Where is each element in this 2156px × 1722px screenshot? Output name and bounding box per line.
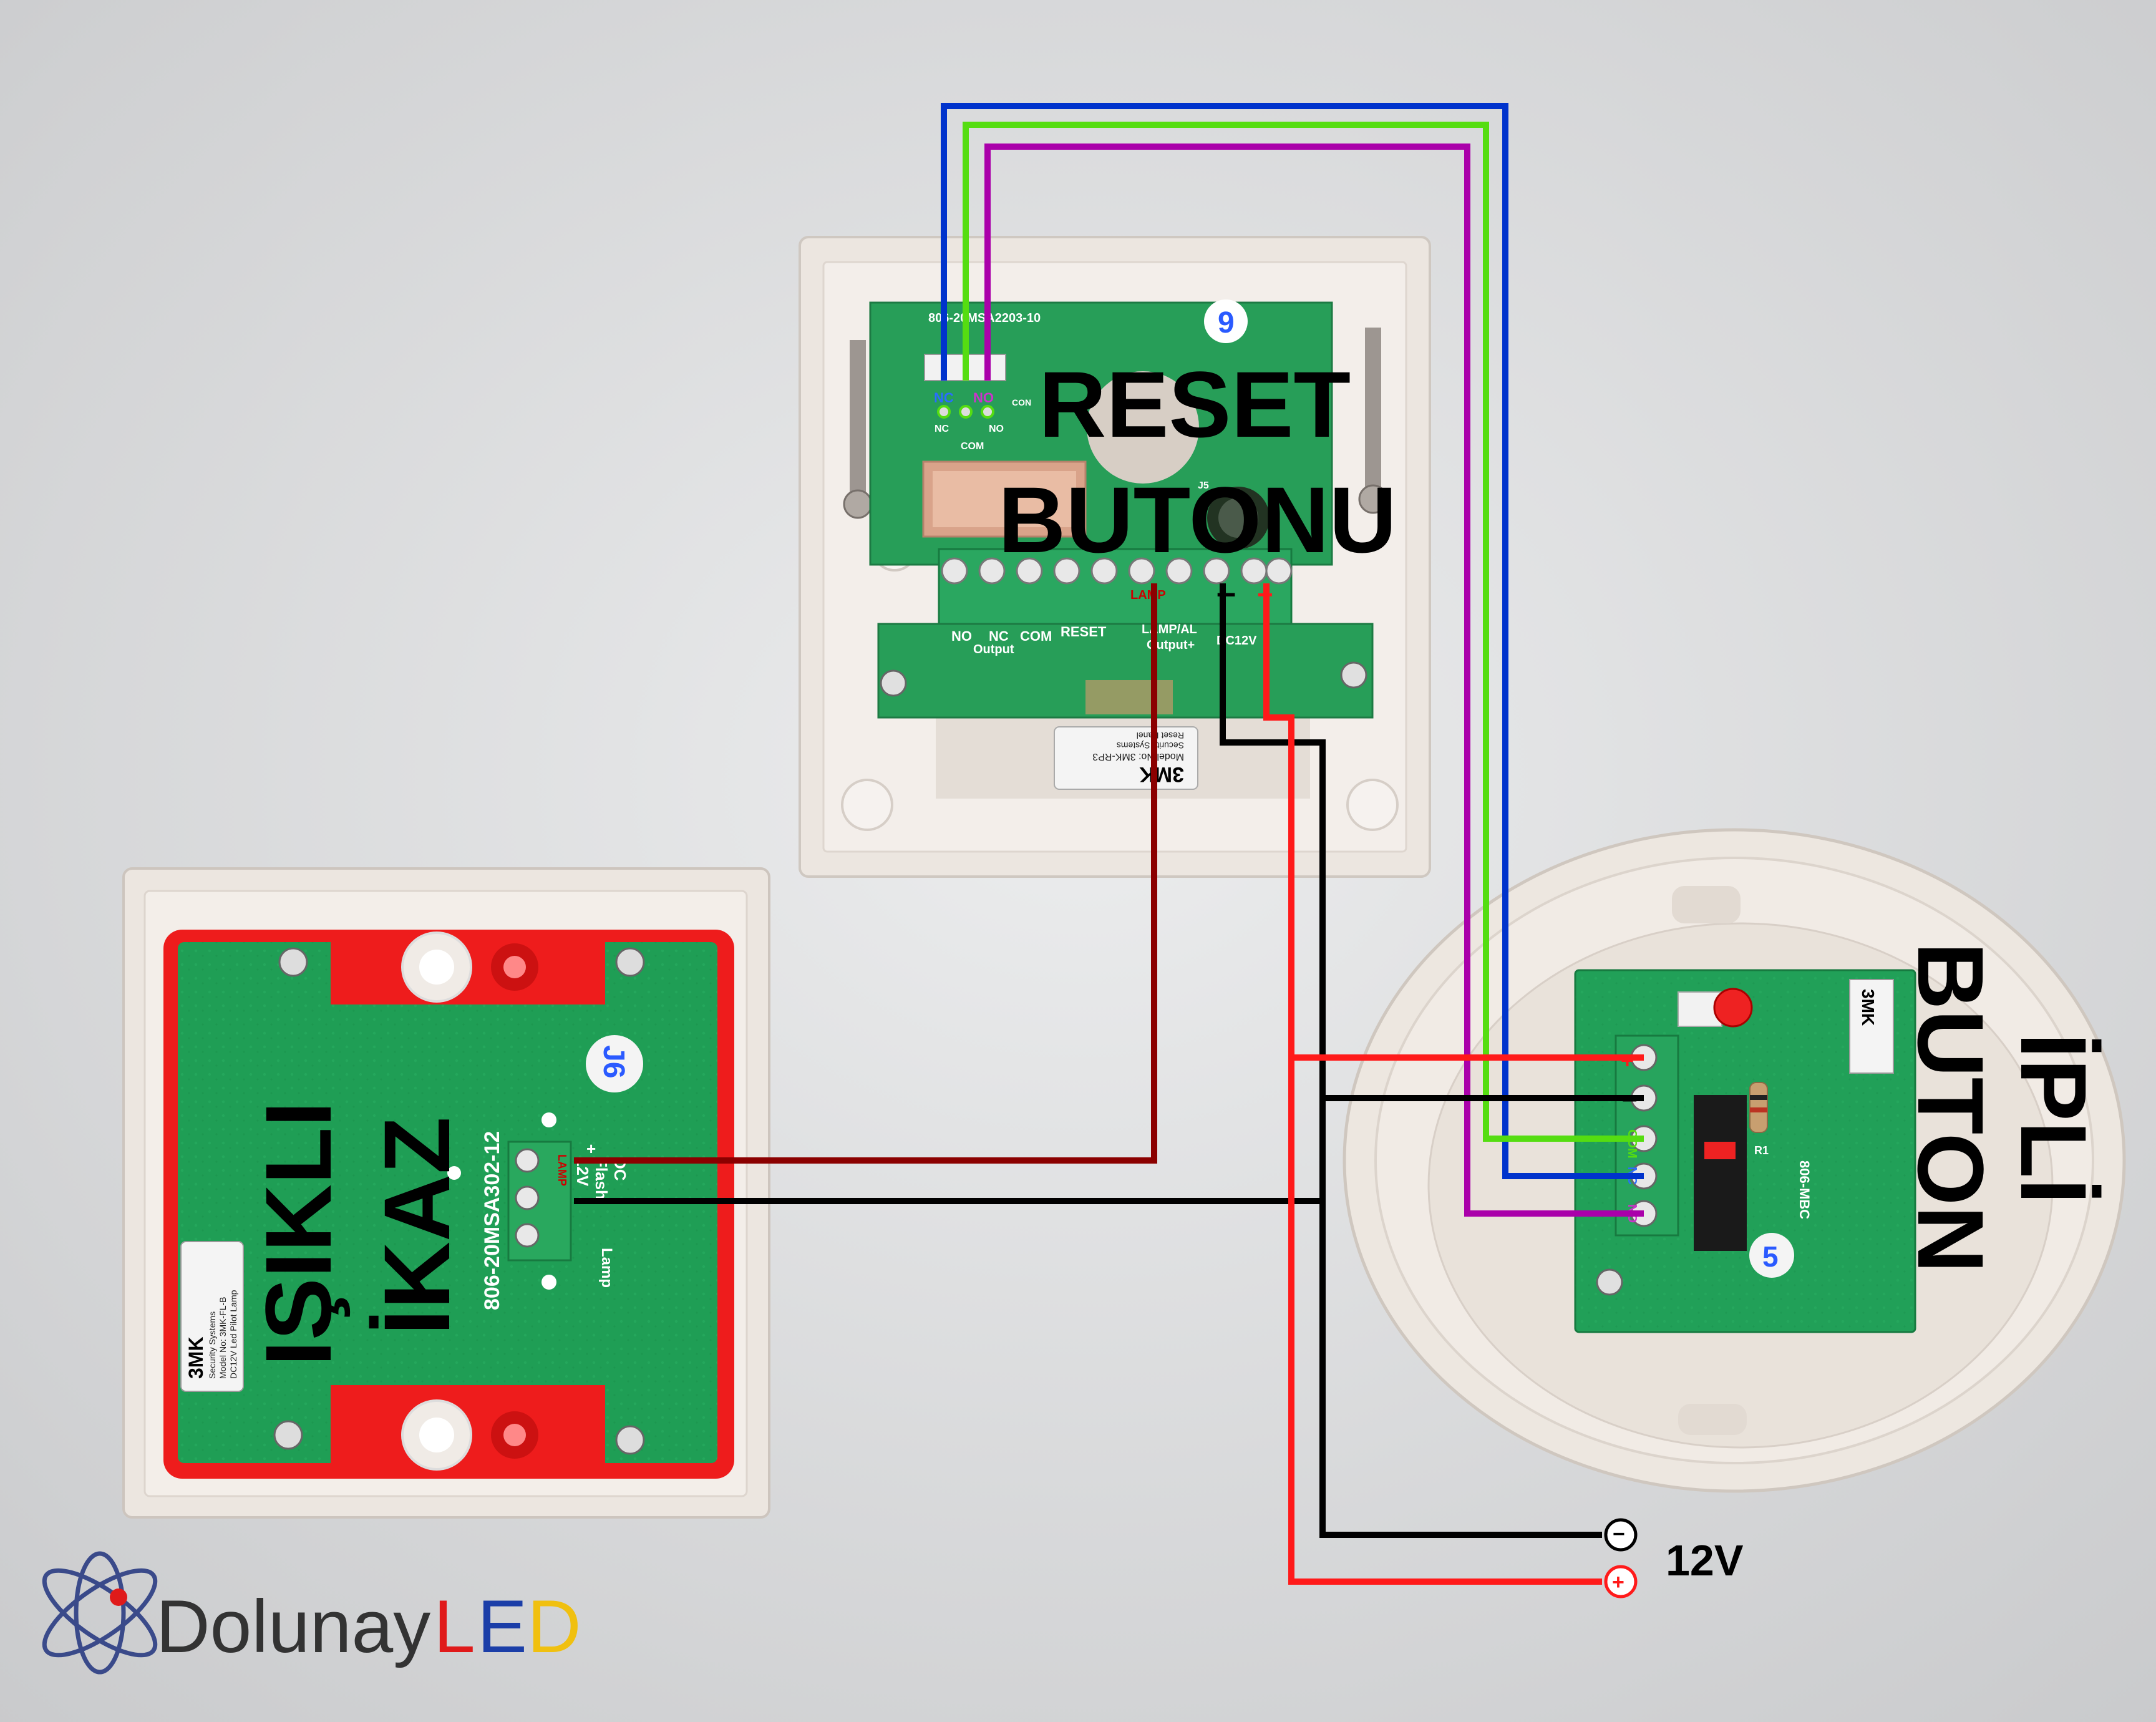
wires: [574, 103, 1644, 1585]
wire-black-main: [1220, 583, 1602, 1538]
relay-com-small: COM: [961, 441, 984, 452]
lamp-terminal-lamp-label: LAMP: [556, 1154, 568, 1186]
button-board-code: 806-MBC: [1797, 1160, 1812, 1219]
terminal-lamp-al-label: LAMP/AL: [1142, 623, 1197, 636]
ikaz-label: İKAZ: [364, 1117, 469, 1335]
lamp-board-code: 806-20MSA302-12: [480, 1131, 504, 1310]
ipli-label: İPLİ: [2001, 1033, 2106, 1204]
logo-l: L: [434, 1585, 475, 1668]
relay-nc-label: NC: [934, 390, 954, 406]
terminal-screws: [941, 557, 1293, 585]
button-number-badge: 5: [1762, 1240, 1779, 1273]
pull-button-panel: R1 + – COM NC NO 806-MBC 5 3MK: [1343, 828, 2126, 1493]
logo-e: E: [477, 1585, 527, 1668]
reset-sticker-brand: 3MK: [1139, 762, 1184, 786]
supply-minus-icon: [1604, 1518, 1638, 1552]
reset-minus-mark: –: [1216, 572, 1236, 611]
terminal-nc-label: NC: [989, 628, 1009, 644]
left-bolt: [850, 340, 866, 502]
button-switch[interactable]: [1694, 1095, 1747, 1251]
button-com-label: COM: [1625, 1129, 1639, 1159]
reset-lamp-label: LAMP: [1130, 588, 1166, 602]
button-sticker-brand: 3MK: [1858, 989, 1878, 1026]
wire-darkred: [574, 583, 1157, 1164]
buton-label: BUTON: [1898, 942, 2003, 1273]
lamp-panel: J6 LAMP Flash 12V DC + Lamp 806-20MSA302…: [122, 867, 770, 1519]
lamp-number-badge: J6: [597, 1045, 630, 1078]
logo-d: D: [527, 1585, 581, 1668]
reset-sticker: 3MK Model No: 3MK-RP3 Security Systems R…: [1054, 726, 1198, 790]
wire-purple: [984, 144, 1644, 1217]
reset-title-line1: RESET: [1039, 352, 1351, 457]
wire-green: [963, 122, 1644, 1142]
reset-sticker-sub: Security Systems: [1117, 741, 1184, 751]
j5-label: J5: [1198, 480, 1209, 491]
relay-no-small: NO: [989, 424, 1004, 434]
lamp-terminal-plus: +: [586, 1139, 596, 1158]
supply-minus-symbol: −: [1613, 1522, 1625, 1546]
supply-voltage-label: 12V: [1666, 1536, 1744, 1585]
wire-red-main: [1263, 583, 1602, 1585]
lamp-sticker-brand: 3MK: [185, 1336, 207, 1379]
lamp-sticker-model: Model No: 3MK-FL-B: [218, 1297, 228, 1379]
lamp-terminal-flash: Flash: [592, 1157, 611, 1200]
power-supply-terminals: − + 12V: [1604, 1518, 1744, 1598]
reset-title-line2: BUTONU: [998, 467, 1397, 572]
button-led: [1713, 988, 1753, 1028]
lamp-sticker: 3MK Security Systems Model No: 3MK-FL-B …: [180, 1241, 244, 1392]
lamp-terminal-lamp: Lamp: [598, 1248, 615, 1288]
lamp-sticker-desc: DC12V Led Pilot Lamp: [228, 1290, 238, 1379]
terminal-no-label: NO: [951, 628, 972, 644]
terminal-dc12v-label: DC12V: [1216, 634, 1257, 648]
button-sticker: 3MK: [1849, 979, 1894, 1074]
relay-no-label: NO: [973, 390, 994, 406]
con-label: CON: [1012, 397, 1031, 407]
relay-nc-small: NC: [935, 424, 949, 434]
supply-plus-symbol: +: [1612, 1570, 1624, 1594]
terminal-reset-label: RESET: [1061, 624, 1107, 640]
right-bolt: [1365, 328, 1381, 505]
terminal-com-label: COM: [1020, 628, 1052, 644]
reset-sticker-model: Model No: 3MK-RP3: [1092, 751, 1184, 762]
terminal-output-plus-label: Output+: [1147, 638, 1195, 652]
r1-label: R1: [1754, 1144, 1769, 1157]
isikli-label: IŞIKLI: [246, 1101, 351, 1366]
terminal-output-label: Output: [973, 643, 1014, 656]
dolunay-led-logo: Dolunay L E D: [42, 1551, 581, 1675]
wire-blue: [941, 103, 1644, 1179]
reset-number-badge: 9: [1218, 306, 1235, 339]
logo-dolunay: Dolunay: [156, 1585, 430, 1668]
lamp-sticker-sub: Security Systems: [207, 1311, 217, 1379]
atom-icon: [42, 1551, 158, 1675]
supply-plus-icon: [1604, 1565, 1638, 1598]
reset-sticker-type: Reset Panel: [1137, 731, 1184, 741]
